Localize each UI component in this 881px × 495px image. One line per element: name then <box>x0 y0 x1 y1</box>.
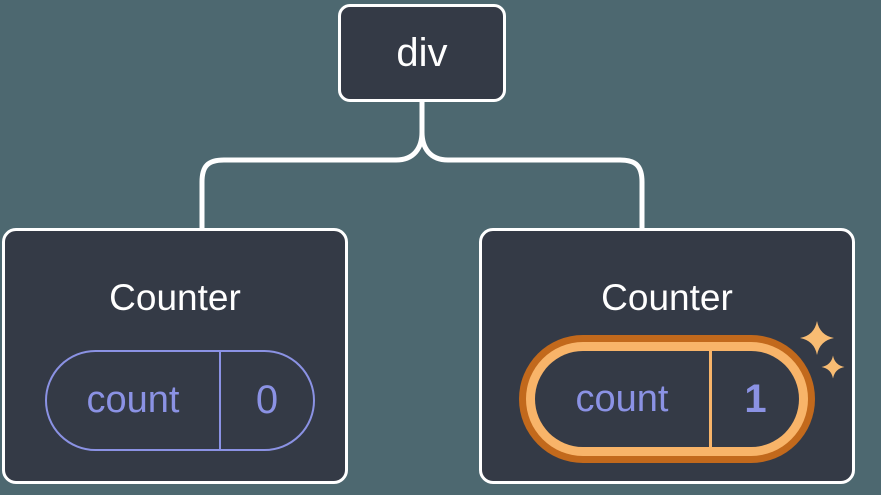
state-pill-divider <box>709 351 712 447</box>
component-title: Counter <box>109 277 241 318</box>
state-pill-divider <box>219 352 221 449</box>
sparkle-icon-small <box>821 355 845 379</box>
state-value: 0 <box>255 378 279 422</box>
sparkle-icon-large <box>800 321 834 355</box>
counter-card-right: Counter count 1 <box>479 228 855 484</box>
state-pill: count 1 <box>535 351 799 447</box>
state-pill-highlight-ring: count 1 <box>526 342 808 456</box>
counter-card-left: Counter count 0 <box>2 228 348 484</box>
state-key-label: count <box>575 377 669 420</box>
state-pill: count 0 <box>45 350 315 451</box>
root-node-div: div <box>338 4 506 102</box>
sparkle-icon <box>800 321 845 379</box>
state-key-label: count <box>86 379 180 421</box>
state-value: 1 <box>744 376 767 421</box>
root-node-label: div <box>396 30 448 75</box>
connector-right-branch <box>419 97 645 232</box>
component-title: Counter <box>601 277 733 318</box>
state-pill-highlighted: count 1 <box>519 335 815 463</box>
connector-left-branch <box>199 97 425 232</box>
